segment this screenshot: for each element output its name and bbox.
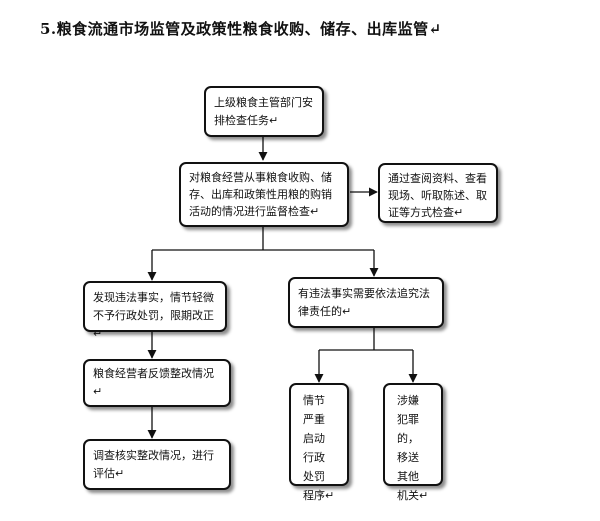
box-minor-violation: 发现违法事实，情节轻微不予行政处罚，限期改正↵	[83, 281, 227, 340]
box-supervision-inspection: 对粮食经营从事粮食收购、储存、出库和政策性用粮的购销活动的情况进行监督检查↵	[179, 162, 349, 227]
box-verify-rectification: 调查核实整改情况，进行评估↵	[83, 439, 231, 490]
box-operator-feedback: 粮食经营者反馈整改情况↵	[83, 359, 231, 407]
page-title: 5.粮食流通市场监管及政策性粮食收购、储存、出库监管↵	[40, 20, 442, 38]
box-inspection-methods: 通过查阅资料、查看现场、听取陈述、取证等方式检查↵	[378, 163, 498, 223]
box-legal-liability: 有违法事实需要依法追究法律责任的↵	[288, 277, 444, 328]
box-administrative-penalty: 情节严重启动行政处罚程序↵	[289, 383, 349, 502]
box-top-assign-task: 上级粮食主管部门安排检查任务↵	[204, 86, 324, 137]
box-transfer-to-other-authority: 涉嫌犯罪的，移送其他机关↵	[383, 383, 443, 502]
